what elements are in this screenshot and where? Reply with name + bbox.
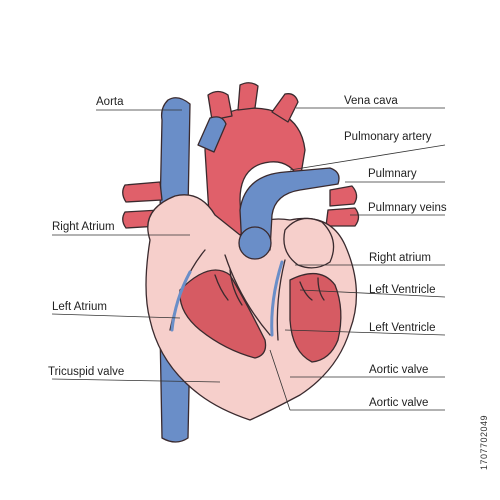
label-right-atrium-left: Right Atrium: [52, 221, 115, 233]
aortic-valve-blob: [238, 226, 272, 260]
label-vena-cava: Vena cava: [344, 95, 398, 107]
pulmonary-artery: [239, 167, 340, 251]
label-aortic-valve-2: Aortic valve: [369, 397, 429, 409]
label-pulmnary: Pulmnary: [368, 168, 417, 180]
label-pulmonary-artery: Pulmonary artery: [344, 131, 432, 143]
label-aortic-valve-1: Aortic valve: [369, 364, 429, 376]
atrium-bulge: [283, 217, 335, 269]
pulmonary-vein-right-bottom: [325, 207, 360, 227]
aorta-branch-mid: [237, 82, 259, 111]
watermark-id: 1707702049: [479, 414, 489, 470]
label-tricuspid-valve: Tricuspid valve: [48, 366, 125, 378]
pulmonary-vein-left-top: [122, 181, 163, 203]
aorta-branch-left: [207, 90, 233, 121]
pulmonary-artery-branch: [197, 116, 227, 153]
aorta-branch-right: [271, 93, 299, 123]
label-left-ventricle-2: Left Ventricle: [369, 322, 436, 334]
label-pulmnary-veins: Pulmnary veins: [368, 202, 447, 214]
pulmonary-vein-right-top: [329, 185, 358, 207]
label-left-atrium: Left Atrium: [52, 301, 107, 313]
label-left-ventricle-1: Left Ventricle: [369, 284, 436, 296]
right-ventricle-chamber: [289, 273, 342, 363]
label-right-atrium-right: Right atrium: [369, 252, 431, 264]
left-ventricle-chamber: [179, 269, 267, 359]
label-aorta: Aorta: [96, 96, 124, 108]
